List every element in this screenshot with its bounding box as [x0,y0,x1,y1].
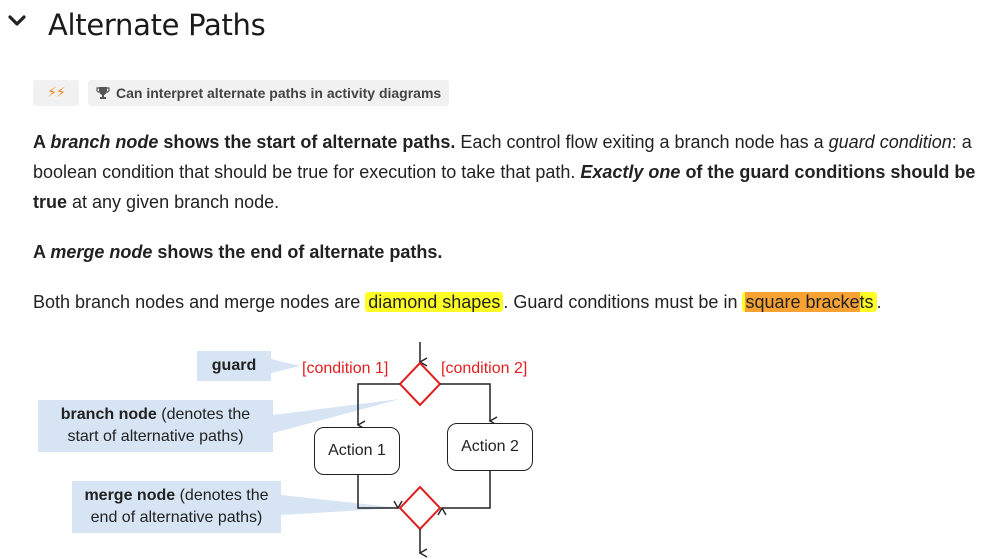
trophy-icon [96,86,110,99]
text: . [876,292,882,312]
paragraph-shapes: Both branch nodes and merge nodes are di… [33,287,988,317]
diagram-connectors [271,342,498,558]
paragraph-branch-node: A branch node shows the start of alterna… [33,127,988,217]
action-2-node: Action 2 [447,423,533,471]
text-bold: A [33,242,51,262]
callout-bold: merge node [84,487,176,504]
learning-outcome-badge: Can interpret alternate paths in activit… [88,80,450,106]
term-exactly-one: Exactly one [580,162,681,182]
term-branch-node: branch node [50,132,159,152]
branch-node-callout: branch node (denotes the start of alterna… [38,400,273,452]
callout-text: (denotes the [175,487,269,504]
text: Both branch nodes and merge nodes are [33,292,366,312]
learning-outcome-text: Can interpret alternate paths in activit… [116,85,442,101]
text: Each control flow exiting a branch node … [455,132,829,152]
branch-pointer [273,399,400,433]
merge-node-callout: merge node (denotes the end of alternativ… [72,481,281,533]
guard-callout: guard [197,351,271,381]
lightning-icon: ⚡⚡ [33,80,79,106]
highlight-yellow-part: ts [859,292,874,312]
term-merge-node: merge node [50,242,153,262]
term-guard-condition: guard condition [828,132,952,152]
text-bold: shows the start of alternate paths. [158,132,456,152]
text-bold: A [33,132,51,152]
callout-text: end of alternative paths) [90,509,263,526]
condition-2-label: [condition 2] [441,360,528,377]
text: at any given branch node. [67,192,280,212]
callout-text: (denotes the [156,406,251,423]
text: . Guard conditions must be in [503,292,743,312]
section-title: Alternate Paths [48,8,266,42]
highlight-square-brackets: square brackets [742,292,877,312]
paragraph-merge-node: A merge node shows the end of alternate … [33,237,988,267]
callout-bold: branch node [60,406,157,423]
branch-node-diamond [398,361,442,407]
section-header: Alternate Paths [0,0,989,60]
condition-1-label: [condition 1] [302,360,389,377]
merge-node-diamond [398,485,442,531]
guard-pointer [271,359,300,373]
highlight-diamond-shapes: diamond shapes [365,292,504,312]
chevron-down-icon[interactable] [8,12,26,30]
activity-diagram: guard branch node (denotes the start of a… [0,333,989,559]
callout-text: start of alternative paths) [67,428,244,445]
text: : a boolean condition that should be tru… [33,132,972,182]
merge-pointer [281,495,400,515]
highlight-orange-part: square bracke [745,292,860,312]
action-1-node: Action 1 [314,427,400,475]
text-bold: of the guard conditions should be true [33,162,976,212]
text-bold: shows the end of alternate paths. [152,242,443,262]
